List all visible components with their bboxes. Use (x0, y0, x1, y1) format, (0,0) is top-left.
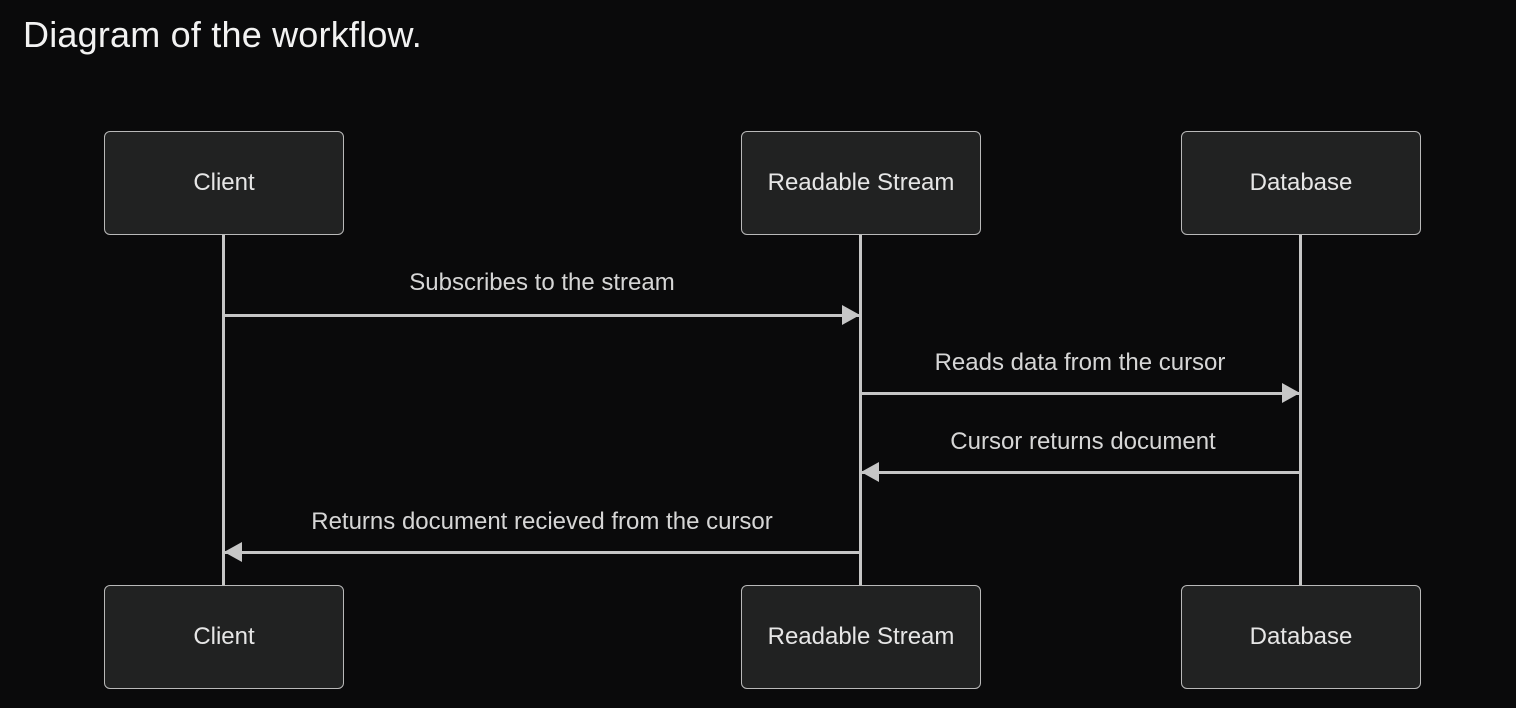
actor-box-database-top: Database (1181, 131, 1421, 235)
message-label: Reads data from the cursor (934, 349, 1226, 376)
arrowhead-left-icon (224, 542, 242, 562)
arrowhead-right-icon (1282, 383, 1300, 403)
actor-box-readable-stream-top: Readable Stream (741, 131, 981, 235)
actor-box-readable-stream-bottom: Readable Stream (741, 585, 981, 689)
actor-label-client: Client (193, 623, 255, 650)
lifeline-readable-stream (859, 235, 862, 585)
arrowhead-left-icon (861, 462, 879, 482)
lifeline-client (222, 235, 225, 585)
message-label: Cursor returns document (950, 428, 1216, 455)
message-line (861, 392, 1301, 395)
actor-box-client-top: Client (104, 131, 344, 235)
message-label: Subscribes to the stream (409, 269, 675, 296)
actor-box-client-bottom: Client (104, 585, 344, 689)
actor-label-readable-stream: Readable Stream (767, 169, 955, 196)
arrowhead-right-icon (842, 305, 860, 325)
actor-label-database: Database (1249, 169, 1353, 196)
message-line (224, 551, 861, 554)
actor-label-client: Client (193, 169, 255, 196)
message-line (224, 314, 861, 317)
actor-label-readable-stream: Readable Stream (767, 623, 955, 650)
lifeline-database (1299, 235, 1302, 585)
actor-box-database-bottom: Database (1181, 585, 1421, 689)
actor-label-database: Database (1249, 623, 1353, 650)
diagram-title: Diagram of the workflow. (23, 14, 422, 55)
message-line (861, 471, 1301, 474)
message-label: Returns document recieved from the curso… (311, 508, 773, 535)
